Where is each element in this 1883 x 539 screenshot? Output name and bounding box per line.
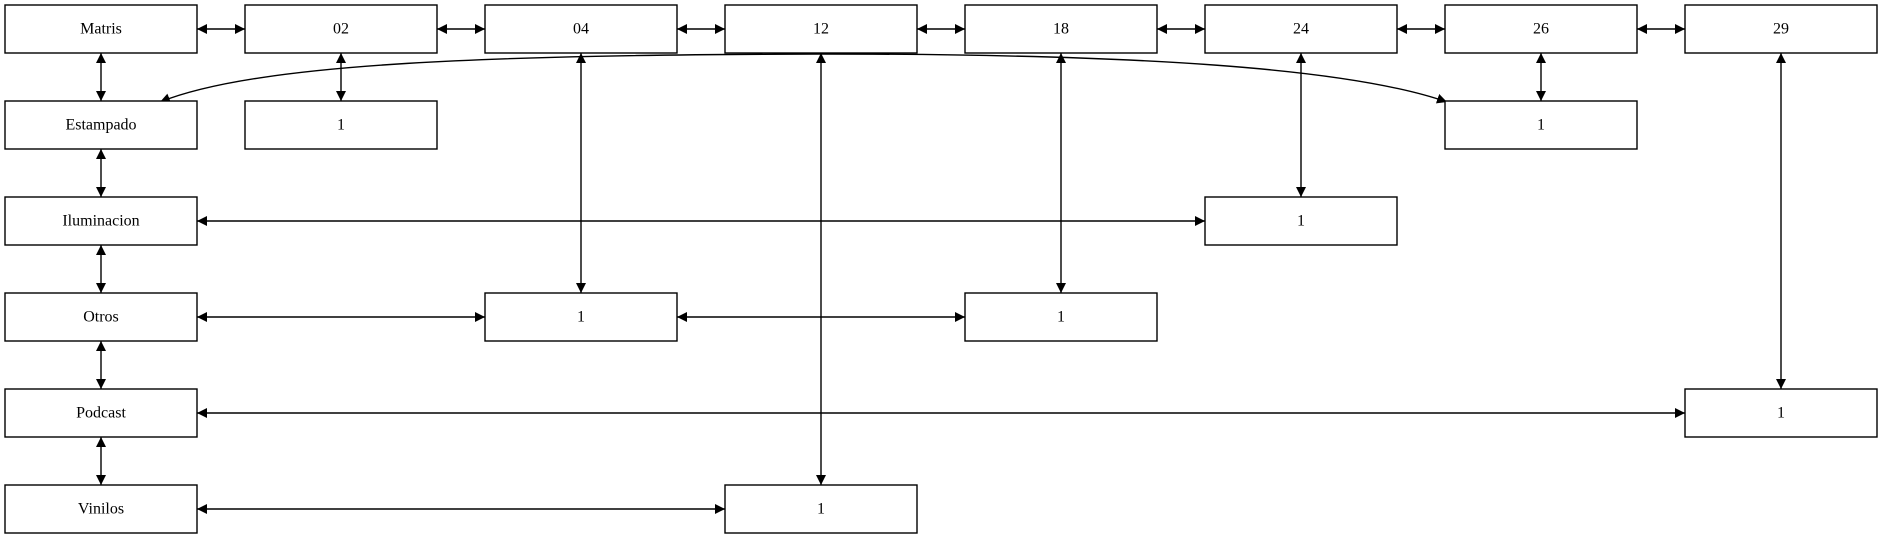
node-otros-label: Otros: [83, 309, 119, 326]
node-04-label: 04: [573, 21, 589, 38]
node-18-label: 18: [1053, 21, 1069, 38]
node-26-label: 26: [1533, 21, 1549, 38]
cell-12-vinilos-value: 1: [817, 501, 825, 518]
node-podcast-label: Podcast: [76, 405, 126, 422]
node-29-label: 29: [1773, 21, 1789, 38]
node-24-label: 24: [1293, 21, 1309, 38]
node-24: 24: [1204, 4, 1398, 54]
cell-18-otros: 1: [964, 292, 1158, 342]
node-12: 12: [724, 4, 918, 54]
node-26: 26: [1444, 4, 1638, 54]
node-04: 04: [484, 4, 678, 54]
node-otros: Otros: [4, 292, 198, 342]
cell-26-estampado-value: 1: [1537, 117, 1545, 134]
cell-26-estampado: 1: [1444, 100, 1638, 150]
cell-04-otros: 1: [484, 292, 678, 342]
node-02: 02: [244, 4, 438, 54]
cell-02-estampado: 1: [244, 100, 438, 150]
node-12-label: 12: [813, 21, 829, 38]
node-iluminacion-label: Iluminacion: [62, 213, 139, 230]
cell-18-otros-value: 1: [1057, 309, 1065, 326]
node-29: 29: [1684, 4, 1878, 54]
node-estampado: Estampado: [4, 100, 198, 150]
node-18: 18: [964, 4, 1158, 54]
edges: [96, 24, 1786, 514]
node-vinilos-label: Vinilos: [78, 501, 124, 518]
nodes: Matris 02 04 12 18 24 26 29: [4, 4, 1878, 534]
edge-estampado-cell26: [159, 53, 1448, 104]
node-matris-label: Matris: [80, 21, 122, 38]
cell-12-vinilos: 1: [724, 484, 918, 534]
cell-24-iluminacion: 1: [1204, 196, 1398, 246]
cell-04-otros-value: 1: [577, 309, 585, 326]
node-estampado-label: Estampado: [65, 117, 136, 134]
node-vinilos: Vinilos: [4, 484, 198, 534]
node-iluminacion: Iluminacion: [4, 196, 198, 246]
node-matris: Matris: [4, 4, 198, 54]
cell-29-podcast-value: 1: [1777, 405, 1785, 422]
cell-24-iluminacion-value: 1: [1297, 213, 1305, 230]
cell-02-estampado-value: 1: [337, 117, 345, 134]
node-podcast: Podcast: [4, 388, 198, 438]
node-02-label: 02: [333, 21, 349, 38]
cell-29-podcast: 1: [1684, 388, 1878, 438]
